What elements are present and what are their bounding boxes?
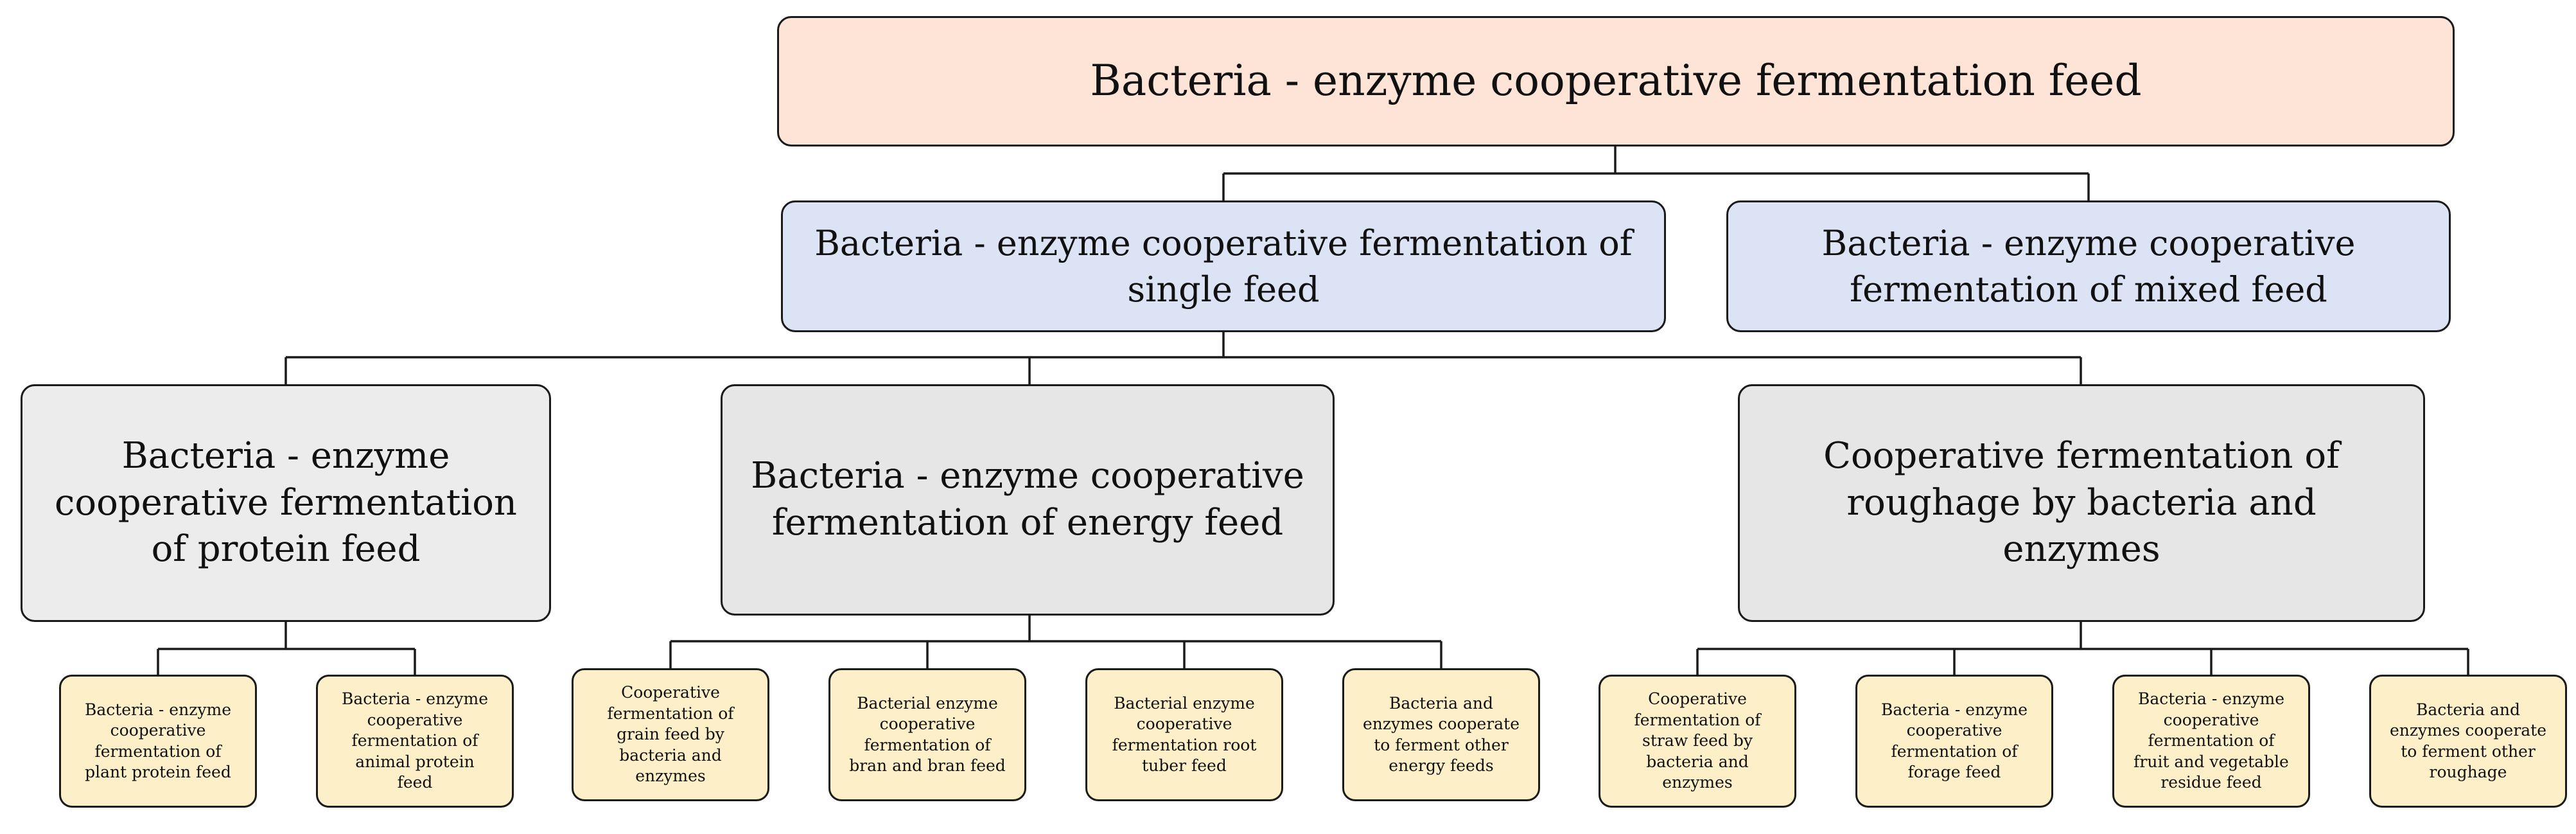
leaf-label: Bacteria - enzyme cooperative fermentati… (84, 700, 231, 782)
root-label: Bacteria - enzyme cooperative fermentati… (1090, 56, 2142, 106)
leaf-forage-feed: Bacteria - enzyme cooperative fermentati… (1855, 675, 2053, 808)
leaf-label: Bacteria and enzymes cooperate to fermen… (1362, 693, 1520, 776)
leaf-other-roughage: Bacteria and enzymes cooperate to fermen… (2369, 675, 2567, 808)
connector-roughage (1696, 622, 2469, 675)
leaf-label: Bacterial enzyme cooperative fermentatio… (849, 693, 1006, 776)
leaf-label: Cooperative fermentation of grain feed b… (607, 683, 734, 786)
mixed-feed-label: Bacteria - enzyme cooperative fermentati… (1821, 223, 2356, 310)
node-protein-feed: Bacteria - enzyme cooperative fermentati… (21, 384, 551, 622)
connector-single-feed (285, 332, 2082, 384)
leaf-label: Bacterial enzyme cooperative fermentatio… (1112, 693, 1257, 776)
leaf-label: Bacteria - enzyme cooperative fermentati… (1880, 700, 2028, 782)
protein-feed-label: Bacteria - enzyme cooperative fermentati… (55, 434, 517, 571)
connector-protein (157, 622, 416, 675)
energy-feed-label: Bacteria - enzyme cooperative fermentati… (751, 455, 1304, 544)
leaf-grain-feed: Cooperative fermentation of grain feed b… (572, 668, 769, 801)
single-feed-label: Bacteria - enzyme cooperative fermentati… (814, 223, 1633, 310)
leaf-label: Cooperative fermentation of straw feed b… (1634, 689, 1761, 792)
leaf-plant-protein: Bacteria - enzyme cooperative fermentati… (59, 675, 257, 808)
leaf-animal-protein: Bacteria - enzyme cooperative fermentati… (316, 675, 514, 808)
leaf-bran-feed: Bacterial enzyme cooperative fermentatio… (828, 668, 1026, 801)
connector-root (1222, 146, 2090, 200)
leaf-label: Bacteria and enzymes cooperate to fermen… (2389, 700, 2547, 782)
leaf-root-tuber-feed: Bacterial enzyme cooperative fermentatio… (1085, 668, 1283, 801)
leaf-other-energy-feeds: Bacteria and enzymes cooperate to fermen… (1342, 668, 1540, 801)
leaf-straw-feed: Cooperative fermentation of straw feed b… (1599, 675, 1796, 808)
roughage-feed-label: Cooperative fermentation of roughage by … (1823, 434, 2340, 571)
node-roughage-feed: Cooperative fermentation of roughage by … (1738, 384, 2425, 622)
node-energy-feed: Bacteria - enzyme cooperative fermentati… (721, 384, 1335, 616)
root-node: Bacteria - enzyme cooperative fermentati… (777, 16, 2455, 146)
connector-energy (669, 616, 1442, 668)
leaf-fruit-vegetable-residue: Bacteria - enzyme cooperative fermentati… (2112, 675, 2310, 808)
node-single-feed: Bacteria - enzyme cooperative fermentati… (781, 200, 1666, 332)
node-mixed-feed: Bacteria - enzyme cooperative fermentati… (1726, 200, 2451, 332)
leaf-label: Bacteria - enzyme cooperative fermentati… (341, 689, 488, 792)
leaf-label: Bacteria - enzyme cooperative fermentati… (2134, 689, 2289, 792)
